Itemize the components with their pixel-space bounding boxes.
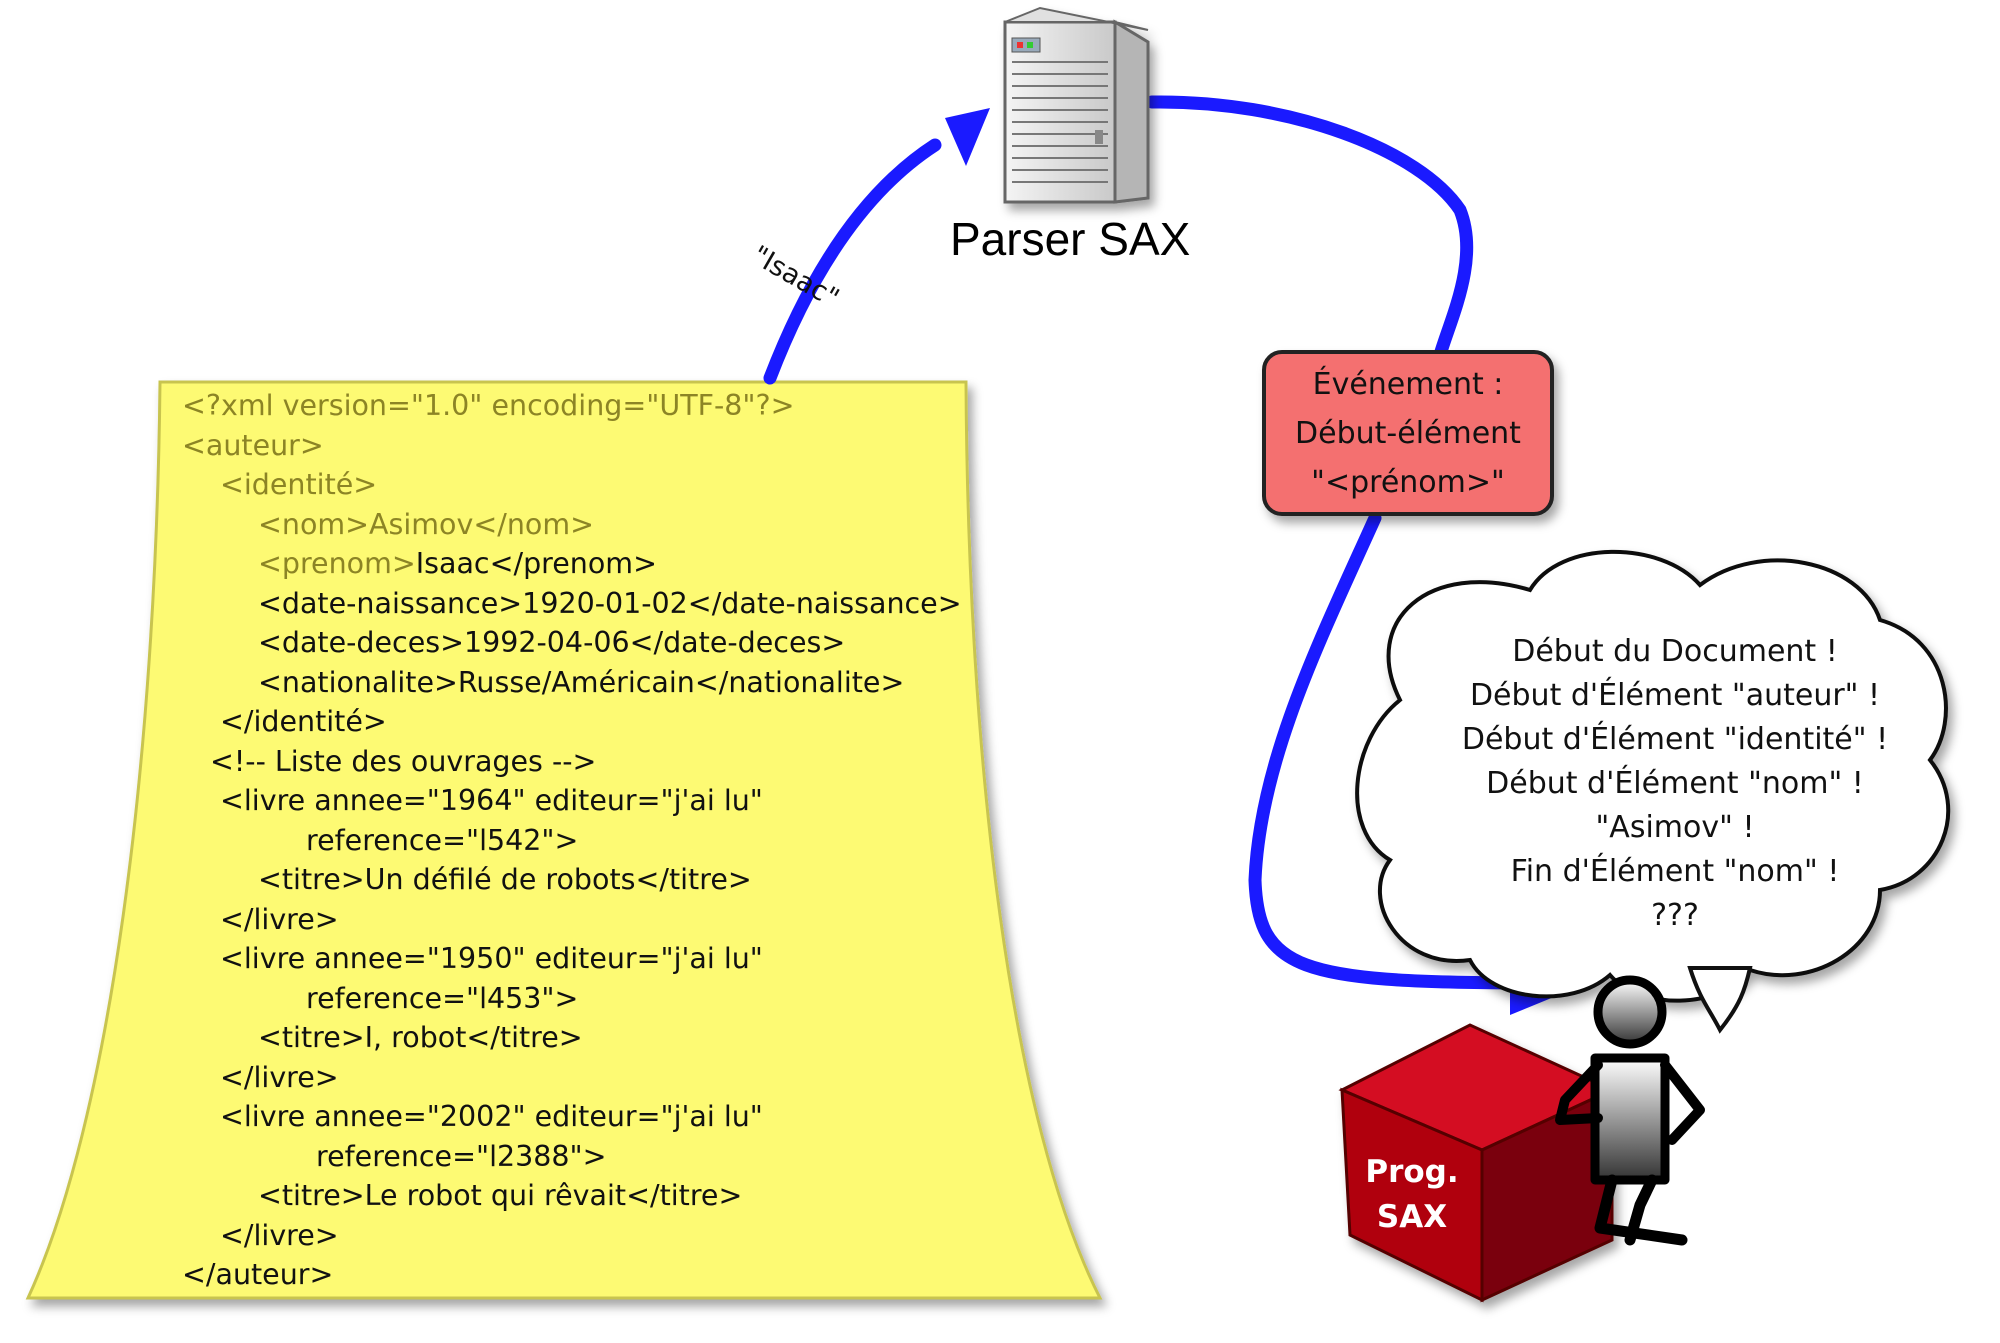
xml-line: <nationalite>Russe/Américain</nationalit… — [258, 666, 905, 699]
xml-pending-segment: <nationalite>Russe/Américain</nationalit… — [258, 666, 905, 699]
sax-program-cube — [1338, 1023, 1616, 1303]
xml-line: <identité> — [220, 468, 378, 501]
event-line: "<prénom>" — [1311, 464, 1505, 500]
event-box-text: Événement : Début-élément "<prénom>" — [1264, 352, 1552, 514]
xml-line: <titre>I, robot</titre> — [258, 1021, 583, 1054]
xml-line: <date-deces>1992-04-06</date-deces> — [258, 626, 846, 659]
cube-label-line: Prog. — [1365, 1154, 1459, 1190]
bubble-line: Début d'Élément "identité" ! — [1461, 722, 1889, 757]
thought-bubble — [1355, 549, 1951, 1003]
thought-bubble-text: Début du Document ! Début d'Élément "aut… — [1420, 630, 1930, 938]
xml-line: reference="l453"> — [306, 982, 579, 1015]
xml-line: reference="l2388"> — [316, 1140, 607, 1173]
bubble-line: Fin d'Élément "nom" ! — [1510, 854, 1840, 889]
xml-pending-segment: <livre annee="1950" editeur="j'ai lu" — [220, 942, 763, 975]
arrow-document-to-parser — [763, 138, 942, 385]
xml-pending-segment: reference="l542"> — [306, 824, 579, 857]
xml-line: </livre> — [220, 1219, 339, 1252]
xml-pending-segment: </livre> — [220, 1219, 339, 1252]
parser-label: Parser SAX — [950, 213, 1191, 265]
arrow-head-to-parser — [945, 108, 990, 166]
bubble-line: Début d'Élément "nom" ! — [1486, 766, 1864, 801]
xml-line: <prenom>Isaac</prenom> — [258, 547, 657, 580]
xml-pending-segment: reference="l2388"> — [316, 1140, 607, 1173]
xml-line: </livre> — [220, 1061, 339, 1094]
xml-pending-segment: <livre annee="1964" editeur="j'ai lu" — [220, 784, 763, 817]
xml-line: </auteur> — [182, 1258, 334, 1291]
xml-line: <date-naissance>1920-01-02</date-naissan… — [258, 587, 962, 620]
xml-pending-segment: <livre annee="2002" editeur="j'ai lu" — [220, 1100, 763, 1133]
thought-bubble-tail — [1687, 966, 1753, 1034]
xml-pending-segment: <titre>Un défilé de robots</titre> — [258, 863, 752, 896]
xml-pending-segment: Isaac</prenom> — [415, 547, 657, 580]
xml-line: reference="l542"> — [306, 824, 579, 857]
xml-pending-segment: <titre>Le robot qui rêvait</titre> — [258, 1179, 743, 1212]
xml-line: <?xml version="1.0" encoding="UTF-8"?> — [182, 389, 795, 422]
xml-pending-segment: </livre> — [220, 903, 339, 936]
xml-line: </identité> — [220, 705, 387, 738]
xml-pending-segment: <date-deces>1992-04-06</date-deces> — [258, 626, 846, 659]
xml-processed-segment: <identité> — [220, 468, 378, 501]
xml-line: <livre annee="1964" editeur="j'ai lu" — [220, 784, 763, 817]
event-box — [1262, 350, 1554, 516]
xml-processed-segment: <nom>Asimov</nom> — [258, 508, 594, 541]
bubble-line: "Asimov" ! — [1595, 810, 1755, 845]
bubble-line: ??? — [1651, 898, 1699, 933]
arrow-event-to-program — [1248, 511, 1527, 990]
event-line: Début-élément — [1295, 415, 1521, 451]
sax-program-label: Prog. SAX — [1352, 1150, 1472, 1240]
xml-line: <nom>Asimov</nom> — [258, 508, 594, 541]
xml-document-sheet — [25, 380, 1103, 1300]
xml-pending-segment: </livre> — [220, 1061, 339, 1094]
event-line: Événement : — [1312, 366, 1504, 402]
xml-pending-segment: reference="l453"> — [306, 982, 579, 1015]
xml-processed-segment: <prenom> — [258, 547, 416, 580]
xml-line: <livre annee="2002" editeur="j'ai lu" — [220, 1100, 763, 1133]
xml-pending-segment: <titre>I, robot</titre> — [258, 1021, 583, 1054]
bubble-line: Début d'Élément "auteur" ! — [1469, 678, 1881, 713]
stick-figure-icon — [1555, 975, 1705, 1246]
arrow-parser-to-event — [1145, 95, 1474, 362]
xml-processed-segment: <?xml version="1.0" encoding="UTF-8"?> — [182, 389, 795, 422]
xml-line: <auteur> — [182, 429, 324, 462]
cube-label-line: SAX — [1376, 1199, 1448, 1235]
server-icon — [1003, 6, 1150, 204]
bubble-line: Début du Document ! — [1512, 634, 1838, 669]
xml-line: </livre> — [220, 903, 339, 936]
xml-line: <titre>Un défilé de robots</titre> — [258, 863, 752, 896]
xml-line: <titre>Le robot qui rêvait</titre> — [258, 1179, 743, 1212]
xml-pending-segment: </identité> — [220, 705, 387, 738]
xml-processed-segment: <auteur> — [182, 429, 324, 462]
xml-line: <livre annee="1950" editeur="j'ai lu" — [220, 942, 763, 975]
xml-pending-segment: <date-naissance>1920-01-02</date-naissan… — [258, 587, 962, 620]
xml-pending-segment: <!-- Liste des ouvrages --> — [210, 745, 597, 778]
xml-pending-segment: </auteur> — [182, 1258, 334, 1291]
xml-line: <!-- Liste des ouvrages --> — [210, 745, 597, 778]
